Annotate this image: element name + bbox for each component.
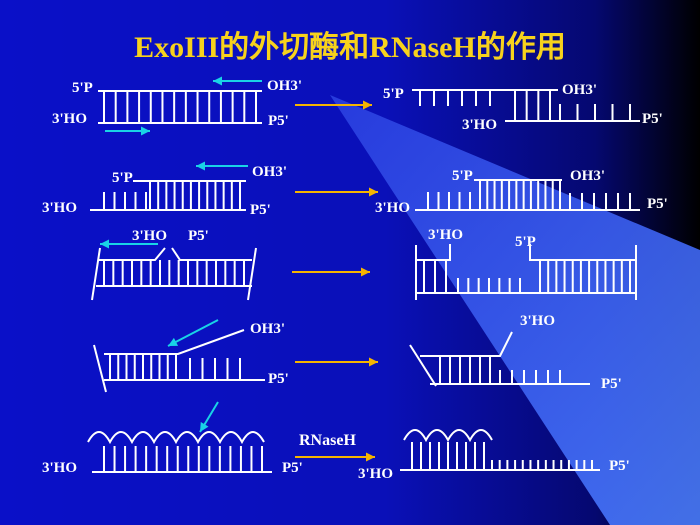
label-rnaseh: RNaseH <box>299 432 356 449</box>
label-p5-prime: P5' <box>188 228 209 244</box>
exo-arrow <box>199 401 219 433</box>
label-3ho: 3'HO <box>520 313 556 329</box>
exo-arrow <box>100 239 158 249</box>
strand-line <box>104 329 245 355</box>
label-oh3: OH3' <box>267 78 303 94</box>
label-p5-prime: P5' <box>647 196 668 212</box>
label-3ho: 3'HO <box>358 466 394 482</box>
arrow-head <box>168 337 179 346</box>
label-5p: 5'P <box>383 86 404 102</box>
arrow-shaft <box>167 319 219 347</box>
dna-strands <box>87 89 640 473</box>
label-5p: 5'P <box>72 80 93 96</box>
strand-line <box>171 247 252 261</box>
exo-arrow <box>167 319 219 347</box>
label-3ho: 3'HO <box>375 200 411 216</box>
label-p5-prime: P5' <box>282 460 303 476</box>
label-5p: 5'P <box>112 170 133 186</box>
label-3ho: 3'HO <box>42 200 78 216</box>
label-p5-prime: P5' <box>601 376 622 392</box>
exo-arrow <box>213 76 262 86</box>
label-p5-prime: P5' <box>268 113 289 129</box>
strand-line <box>420 331 513 357</box>
label-oh3: OH3' <box>250 321 286 337</box>
label-p5-prime: P5' <box>250 202 271 218</box>
strand-line <box>98 247 166 261</box>
arrows <box>100 76 378 462</box>
strand-end <box>91 247 101 301</box>
label-oh3: OH3' <box>570 168 606 184</box>
label-p5-prime: P5' <box>268 371 289 387</box>
exo-arrow <box>196 161 248 171</box>
arrow-head <box>100 239 109 249</box>
strand-end <box>93 344 107 393</box>
reaction-arrow <box>295 357 378 367</box>
label-5p: 5'P <box>452 168 473 184</box>
slide-title: ExoIII的外切酶和RNaseH的作用 <box>134 31 566 64</box>
reaction-arrow <box>295 187 378 197</box>
arrow-head <box>213 76 222 86</box>
arrow-head <box>366 452 375 462</box>
strand-line <box>416 244 451 261</box>
arrow-head <box>200 421 209 432</box>
arrow-head <box>363 100 372 110</box>
strand-line <box>529 244 636 261</box>
background-light-wedge <box>330 95 700 525</box>
reaction-arrow <box>295 100 372 110</box>
arrow-head <box>369 357 378 367</box>
label-3ho: 3'HO <box>462 117 498 133</box>
strand-end <box>409 344 437 387</box>
label-p5-prime: P5' <box>609 458 630 474</box>
arrow-head <box>369 187 378 197</box>
arrow-head <box>141 126 150 136</box>
reaction-arrow <box>295 452 375 462</box>
label-p5-prime: P5' <box>642 111 663 127</box>
label-oh3: OH3' <box>252 164 288 180</box>
label-3ho: 3'HO <box>132 228 168 244</box>
label-oh3: OH3' <box>562 82 598 98</box>
exo-arrow <box>105 126 150 136</box>
arrow-head <box>196 161 205 171</box>
label-3ho: 3'HO <box>428 227 464 243</box>
strand-end <box>247 247 257 301</box>
label-5p: 5'P <box>515 234 536 250</box>
rna-strand <box>403 429 493 443</box>
label-3ho: 3'HO <box>52 111 88 127</box>
rna-strand <box>87 431 265 445</box>
reaction-arrow <box>292 267 370 277</box>
arrow-head <box>361 267 370 277</box>
label-3ho: 3'HO <box>42 460 78 476</box>
